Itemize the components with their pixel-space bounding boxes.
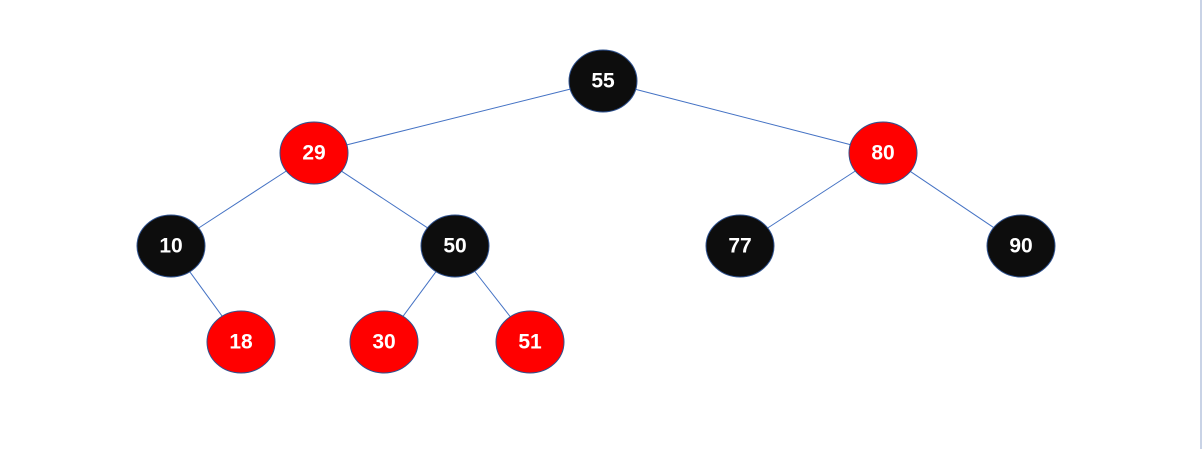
node-label: 80	[871, 142, 894, 165]
tree-node: 10	[136, 214, 206, 278]
tree-edge	[198, 170, 287, 229]
tree-node: 90	[986, 214, 1056, 278]
tree-edge	[767, 170, 856, 229]
tree-node: 29	[279, 121, 349, 185]
node-label: 29	[302, 142, 325, 165]
tree-edges	[189, 88, 994, 318]
node-circle	[495, 310, 565, 374]
node-label: 10	[159, 235, 182, 258]
tree-edge	[402, 271, 437, 317]
tree-edge	[346, 88, 571, 146]
tree-edge	[635, 88, 851, 146]
tree-edge	[474, 270, 511, 318]
tree-node: 77	[705, 214, 775, 278]
node-circle	[349, 310, 419, 374]
node-circle	[206, 310, 276, 374]
tree-edge	[341, 170, 428, 229]
tree-nodes: 55 29 80 10 50 77 90 18 30 51	[136, 49, 1056, 374]
node-circle	[986, 214, 1056, 278]
node-circle	[705, 214, 775, 278]
node-label: 77	[728, 235, 751, 258]
tree-edge	[189, 271, 223, 317]
tree-node: 55	[568, 49, 638, 113]
tree-node: 30	[349, 310, 419, 374]
node-circle	[848, 121, 918, 185]
node-label: 90	[1009, 235, 1032, 258]
node-circle	[568, 49, 638, 113]
node-circle	[279, 121, 349, 185]
tree-node: 50	[420, 214, 490, 278]
node-circle	[136, 214, 206, 278]
tree-edge	[910, 171, 994, 228]
node-label: 55	[591, 70, 615, 93]
node-label: 51	[518, 331, 542, 354]
node-label: 18	[229, 331, 253, 354]
frame-border	[1200, 0, 1202, 449]
tree-node: 80	[848, 121, 918, 185]
tree-node: 18	[206, 310, 276, 374]
node-label: 30	[372, 331, 395, 354]
tree-node: 51	[495, 310, 565, 374]
node-circle	[420, 214, 490, 278]
node-label: 50	[443, 235, 466, 258]
